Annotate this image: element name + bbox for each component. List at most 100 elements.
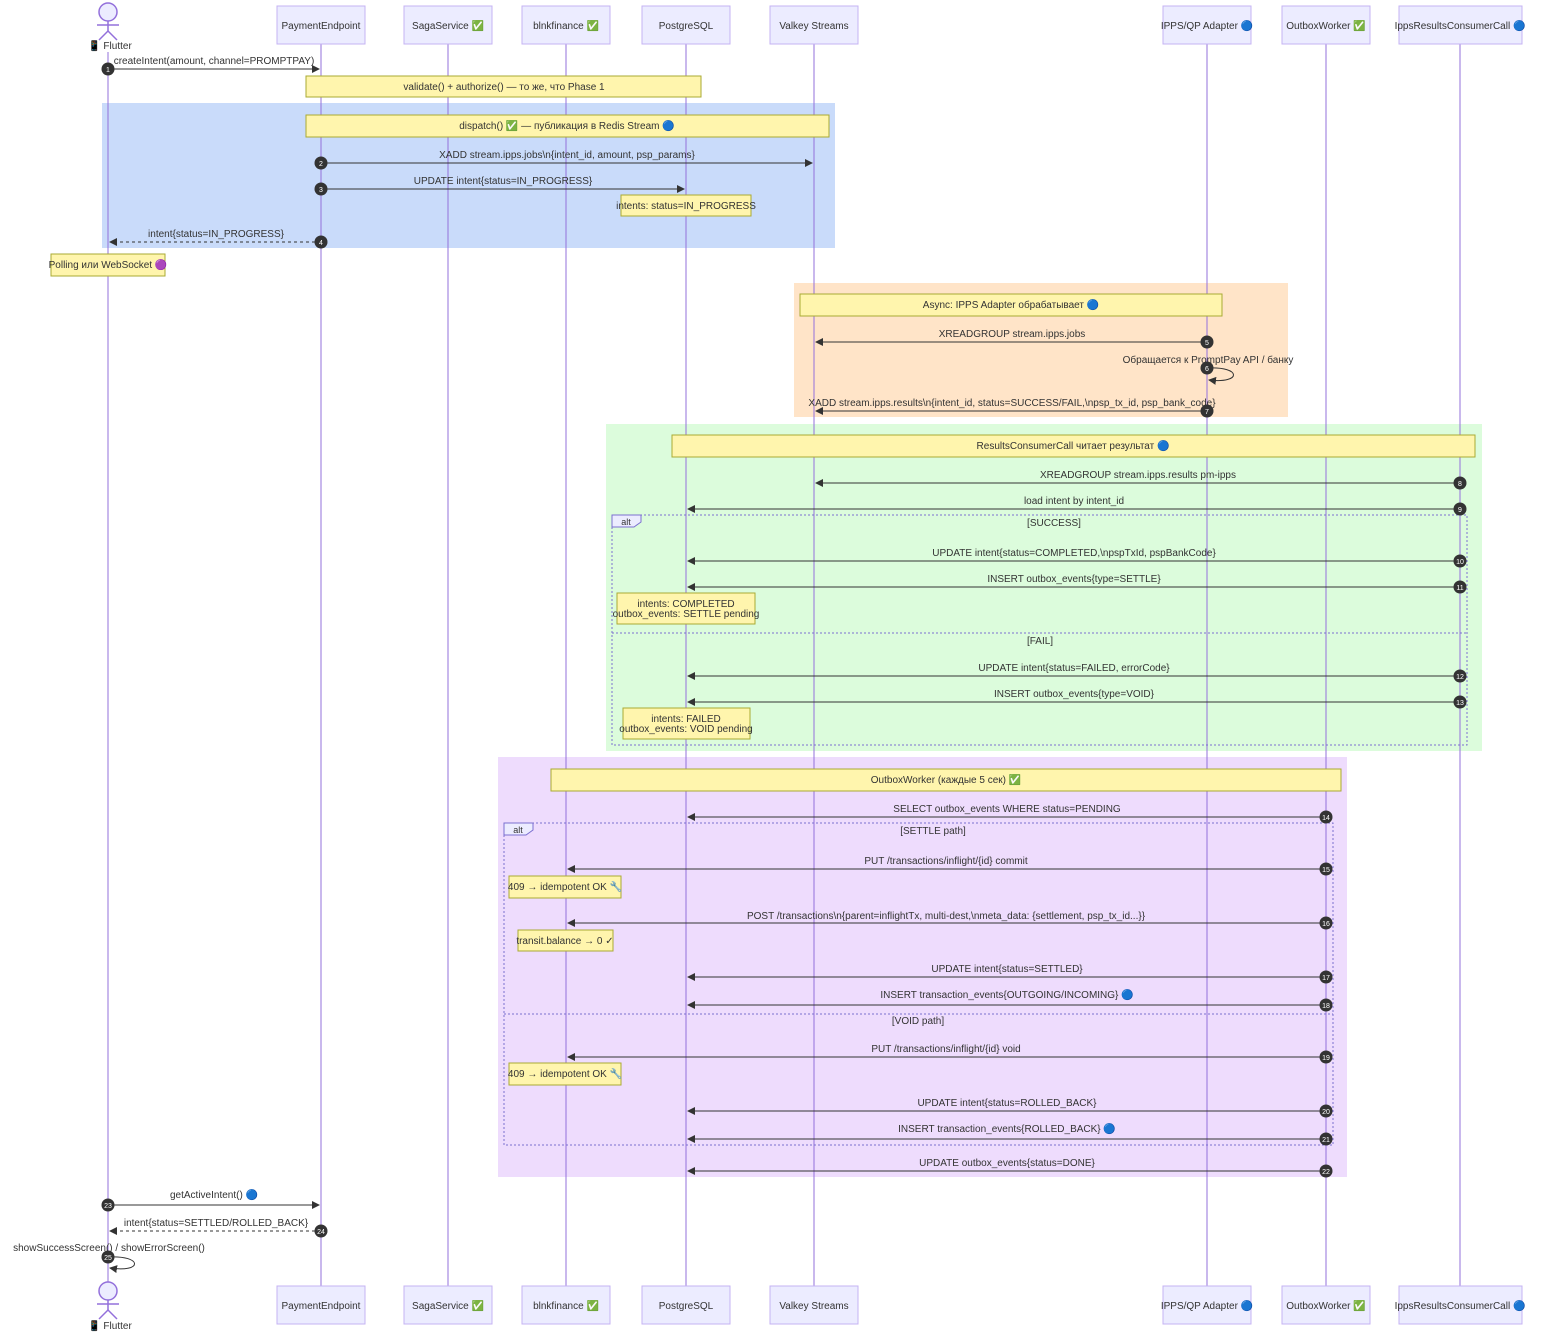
participant-label: IppsResultsConsumerCall 🔵 [1395, 1299, 1526, 1312]
participant-label: IPPS/QP Adapter 🔵 [1161, 1299, 1253, 1312]
message-number: 25 [104, 1255, 112, 1262]
message-12: UPDATE intent{status=FAILED, errorCode} … [687, 663, 1467, 683]
message-3: UPDATE intent{status=IN_PROGRESS} 3 [314, 176, 685, 196]
message-number: 14 [1322, 815, 1330, 822]
participant-valkey: Valkey Streams [769, 1285, 859, 1325]
message-number: 13 [1456, 700, 1464, 707]
message-21: INSERT transaction_events{ROLLED_BACK} 🔵… [687, 1122, 1333, 1146]
alt-condition-void: [VOID path] [892, 1016, 944, 1027]
bands [102, 103, 1482, 1177]
message-label: load intent by intent_id [1024, 496, 1124, 507]
message-15: PUT /transactions/inflight/{id} commit 1… [567, 856, 1333, 876]
participant-label: IppsResultsConsumerCall 🔵 [1395, 19, 1526, 32]
note-polling: Polling или WebSocket 🟣 [49, 253, 168, 277]
message-number: 19 [1322, 1055, 1330, 1062]
message-number: 22 [1322, 1169, 1330, 1176]
message-22: UPDATE outbox_events{status=DONE} 22 [687, 1158, 1333, 1178]
message-label: INSERT outbox_events{type=VOID} [994, 689, 1155, 700]
participant-outbox: OutboxWorker ✅ [1281, 1285, 1371, 1325]
message-label: UPDATE intent{status=FAILED, errorCode} [978, 663, 1170, 674]
note-text: dispatch() ✅ — публикация в Redis Stream… [459, 119, 674, 132]
message-label: INSERT transaction_events{ROLLED_BACK} 🔵 [898, 1122, 1116, 1135]
message-number: 8 [1458, 481, 1462, 488]
note-idempotent-commit: 409 → idempotent OK 🔧 [508, 875, 622, 899]
note-text: Async: IPPS Adapter обрабатывает 🔵 [923, 298, 1099, 311]
note-text: ResultsConsumerCall читает результат 🔵 [977, 439, 1170, 452]
participant-blnk: blnkfinance ✅ [521, 5, 611, 45]
message-label: UPDATE intent{status=SETTLED} [931, 964, 1083, 975]
message-number: 15 [1322, 867, 1330, 874]
message-label: INSERT outbox_events{type=SETTLE} [987, 574, 1161, 585]
participant-outbox: OutboxWorker ✅ [1281, 5, 1371, 45]
message-label: intent{status=SETTLED/ROLLED_BACK} [124, 1218, 309, 1229]
participant-pg: PostgreSQL [641, 5, 731, 45]
participant-pg: PostgreSQL [641, 1285, 731, 1325]
participant-label: OutboxWorker ✅ [1286, 1299, 1366, 1312]
participant-pay: PaymentEndpoint [276, 5, 366, 45]
message-label: INSERT transaction_events{OUTGOING/INCOM… [880, 988, 1133, 1001]
participant-ipps: IPPS/QP Adapter 🔵 [1161, 5, 1253, 45]
message-label: Обращается к PromptPay API / банку [1123, 354, 1294, 366]
alt-condition-fail: [FAIL] [1027, 636, 1053, 647]
participants-bottom: PaymentEndpoint SagaService ✅ blnkfinanc… [276, 1285, 1526, 1325]
note-text: OutboxWorker (каждые 5 сек) ✅ [871, 773, 1021, 786]
actor-label-top: 📱 Flutter [88, 39, 132, 52]
message-label: UPDATE intent{status=ROLLED_BACK} [917, 1098, 1097, 1109]
note-validate: validate() + authorize() — то же, что Ph… [305, 75, 702, 98]
note-consumer: ResultsConsumerCall читает результат 🔵 [671, 434, 1476, 458]
actor-label-bottom: 📱 Flutter [88, 1319, 132, 1332]
participant-cons: IppsResultsConsumerCall 🔵 [1395, 1285, 1526, 1325]
message-4: intent{status=IN_PROGRESS} 4 [109, 229, 328, 249]
note-text: validate() + authorize() — то же, что Ph… [403, 82, 605, 93]
message-number: 6 [1205, 366, 1209, 373]
note-text: 409 → idempotent OK 🔧 [508, 880, 622, 893]
note-text: intents: FAILED [651, 714, 720, 725]
message-label: showSuccessScreen() / showErrorScreen() [13, 1243, 205, 1254]
participant-label: blnkfinance ✅ [533, 1299, 599, 1312]
participant-blnk: blnkfinance ✅ [521, 1285, 611, 1325]
message-label: getActiveIntent() 🔵 [170, 1188, 258, 1201]
note-text: intents: status=IN_PROGRESS [616, 201, 756, 212]
message-23: getActiveIntent() 🔵 23 [101, 1188, 320, 1212]
note-text: Polling или WebSocket 🟣 [49, 258, 168, 271]
participant-label: SagaService ✅ [412, 1299, 484, 1312]
message-number: 4 [319, 240, 323, 247]
message-label: UPDATE outbox_events{status=DONE} [919, 1158, 1095, 1169]
message-25: showSuccessScreen() / showErrorScreen() … [13, 1243, 205, 1274]
participant-saga: SagaService ✅ [403, 1285, 493, 1325]
note-text: transit.balance → 0 ✓ [516, 936, 613, 947]
note-text: intents: COMPLETED [637, 599, 734, 610]
participant-pay: PaymentEndpoint [276, 1285, 366, 1325]
message-17: UPDATE intent{status=SETTLED} 17 [687, 964, 1333, 984]
message-number: 18 [1322, 1003, 1330, 1010]
message-13: INSERT outbox_events{type=VOID} 13 [687, 689, 1467, 709]
message-11: INSERT outbox_events{type=SETTLE} 11 [687, 574, 1467, 594]
participant-valkey: Valkey Streams [769, 5, 859, 45]
band-outbox [498, 757, 1347, 1177]
message-2: XADD stream.ipps.jobs\n{intent_id, amoun… [314, 150, 813, 170]
message-8: XREADGROUP stream.ipps.results pm-ipps 8 [815, 470, 1467, 490]
message-number: 21 [1322, 1137, 1330, 1144]
note-async: Async: IPPS Adapter обрабатывает 🔵 [799, 293, 1223, 317]
message-label: UPDATE intent{status=COMPLETED,\npspTxId… [932, 548, 1216, 559]
message-label: XREADGROUP stream.ipps.results pm-ipps [1040, 470, 1236, 481]
note-outbox-worker: OutboxWorker (каждые 5 сек) ✅ [550, 768, 1342, 792]
participant-cons: IppsResultsConsumerCall 🔵 [1395, 5, 1526, 45]
message-number: 20 [1322, 1109, 1330, 1116]
participant-label: Valkey Streams [779, 1301, 848, 1312]
notes: validate() + authorize() — то же, что Ph… [49, 75, 1476, 1086]
messages: createIntent(amount, channel=PROMPTPAY) … [13, 56, 1467, 1274]
note-text: outbox_events: SETTLE pending [613, 609, 760, 620]
participant-label: PostgreSQL [659, 21, 714, 32]
message-1: createIntent(amount, channel=PROMPTPAY) … [101, 56, 320, 76]
participant-label: PaymentEndpoint [282, 21, 361, 32]
message-20: UPDATE intent{status=ROLLED_BACK} 20 [687, 1098, 1333, 1118]
message-number: 1 [106, 67, 110, 74]
message-label: POST /transactions\n{parent=inflightTx, … [747, 911, 1146, 922]
message-number: 3 [319, 187, 323, 194]
message-number: 23 [104, 1203, 112, 1210]
message-18: INSERT transaction_events{OUTGOING/INCOM… [687, 988, 1333, 1012]
alt-frame-outbox: alt [SETTLE path] [VOID path] [503, 822, 1334, 1146]
